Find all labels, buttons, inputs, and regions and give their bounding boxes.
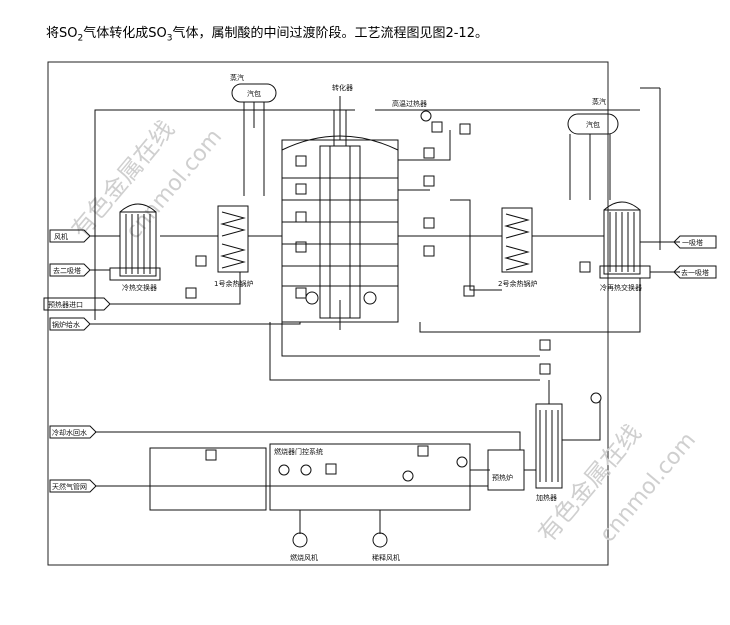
label-to-first-absorption: 去一吸塔 (681, 268, 709, 277)
label-box-boiler-feedwater (49, 317, 91, 331)
label-superheater: 高温过热器 (392, 99, 427, 108)
burner-panel-box (269, 443, 471, 511)
diagram-frame (47, 61, 609, 566)
converter-body (281, 139, 399, 323)
label-waste-heat-boiler-2: 2号余热锅炉 (498, 279, 537, 288)
dilution-fan-symbol (372, 532, 388, 548)
caption-middle: 气体转化成SO (83, 26, 167, 41)
label-fan: 风机 (54, 232, 68, 241)
label-box-first-absorption (673, 235, 717, 249)
label-boiler-feedwater: 锅炉给水 (52, 320, 80, 329)
label-steam-right: 蒸汽 (592, 97, 606, 106)
caption-sub-3: 3 (166, 33, 173, 44)
waste-heat-boiler-1 (217, 205, 249, 273)
label-heater: 加热器 (536, 493, 557, 502)
caption: 将SO2气体转化成SO3气体，属制酸的中间过渡阶段。工艺流程图见图2-12。 (46, 22, 488, 44)
label-combustion-fan: 燃烧风机 (290, 553, 318, 562)
label-dilution-fan: 稀释风机 (372, 553, 400, 562)
label-waste-heat-boiler-1: 1号余热锅炉 (214, 279, 253, 288)
preheat-area-left (149, 447, 267, 511)
caption-sub-2: 2 (77, 33, 84, 44)
label-box-fuel-pipe (49, 479, 97, 493)
label-box-fan (49, 229, 91, 243)
waste-heat-boiler-2 (501, 207, 533, 273)
label-cold-heat-exchanger: 冷热交换器 (122, 283, 157, 292)
label-preheater-inlet: 预热器进口 (48, 300, 83, 309)
label-to-second-absorption: 去二吸塔 (53, 266, 81, 275)
label-fuel-pipe: 天然气管网 (52, 482, 87, 491)
top-pipe (94, 109, 355, 128)
label-box-to-second-absorption (49, 263, 91, 277)
label-first-absorption: 一吸塔 (682, 238, 703, 247)
label-cold-heat-exchanger-right: 冷再热交换器 (600, 283, 642, 292)
label-steam-left: 蒸汽 (230, 73, 244, 82)
label-burner-panel: 燃烧器门控系统 (274, 447, 323, 456)
preheat-furnace (487, 449, 525, 491)
steam-drum-right (567, 113, 619, 135)
label-preheat-furnace: 预热炉 (492, 473, 513, 482)
label-steam-drum-right: 汽包 (586, 120, 600, 129)
label-box-cooling-water (49, 425, 97, 439)
label-box-to-first-absorption (673, 265, 717, 279)
cold-heat-exchanger-left (119, 211, 157, 277)
caption-prefix: 将SO (46, 26, 78, 41)
caption-suffix: 气体，属制酸的中间过渡阶段。工艺流程图见图2-12。 (172, 26, 488, 41)
label-steam-drum-left: 汽包 (247, 89, 261, 98)
label-box-preheater-inlet (43, 297, 111, 311)
label-cooling-water-return: 冷却水回水 (52, 428, 87, 437)
label-converter: 转化器 (332, 83, 353, 92)
combustion-fan-symbol (292, 532, 308, 548)
